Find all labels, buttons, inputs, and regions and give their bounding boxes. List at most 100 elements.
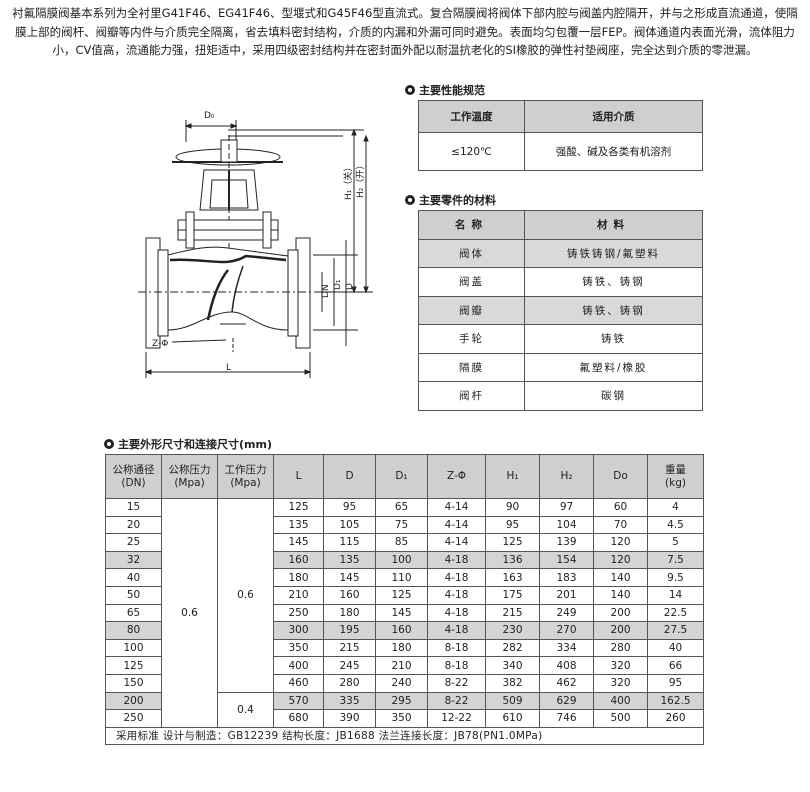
dim-value-cell: 60 xyxy=(593,498,648,517)
bullet-icon xyxy=(405,195,415,205)
parts-header-material: 材料 xyxy=(524,210,703,240)
dn-cell: 50 xyxy=(105,585,162,605)
dim-value-cell: 183 xyxy=(539,568,594,587)
dim-value-cell: 382 xyxy=(485,673,540,693)
dn-cell: 100 xyxy=(105,638,162,658)
dim-header-cell: 公称压力(Mpa) xyxy=(161,454,218,499)
dim-value-cell: 400 xyxy=(593,691,648,711)
parts-header-name: 名称 xyxy=(418,210,525,240)
dim-header-cell: H₁ xyxy=(485,454,540,499)
part-name: 阀杆 xyxy=(418,381,525,411)
dn-cell: 20 xyxy=(105,515,162,535)
dim-value-cell: 245 xyxy=(323,656,376,675)
dim-value-cell: 250 xyxy=(273,603,324,623)
perf-header-temp: 工作温度 xyxy=(418,100,525,133)
dim-value-cell: 295 xyxy=(375,691,428,711)
dim-value-cell: 40 xyxy=(647,638,704,658)
part-name: 阀体 xyxy=(418,238,525,268)
dim-value-cell: 270 xyxy=(539,621,594,640)
dim-value-cell: 610 xyxy=(485,709,540,728)
dim-value-cell: 500 xyxy=(593,709,648,728)
part-name: 阀瓣 xyxy=(418,295,525,325)
dim-value-cell: 22.5 xyxy=(647,603,704,623)
dim-header-cell: 公称通径(DN) xyxy=(105,454,162,499)
dim-value-cell: 125 xyxy=(375,585,428,605)
dim-value-cell: 400 xyxy=(273,656,324,675)
dim-value-cell: 162.5 xyxy=(647,691,704,711)
dim-value-cell: 340 xyxy=(485,656,540,675)
dim-value-cell: 70 xyxy=(593,515,648,535)
dim-header-cell: 工作压力(Mpa) xyxy=(217,454,274,499)
dim-value-cell: 350 xyxy=(273,638,324,658)
dim-value-cell: 215 xyxy=(485,603,540,623)
dim-value-cell: 334 xyxy=(539,638,594,658)
work-pressure-cell: 0.4 xyxy=(217,691,274,728)
dim-value-cell: 66 xyxy=(647,656,704,675)
dn-cell: 250 xyxy=(105,709,162,728)
part-material: 氟塑料/橡胶 xyxy=(524,352,703,382)
dim-value-cell: 145 xyxy=(273,533,324,552)
part-material: 碳钢 xyxy=(524,381,703,411)
dim-value-cell: 95 xyxy=(485,515,540,535)
dim-header-cell: D xyxy=(323,454,376,499)
bullet-icon xyxy=(104,439,114,449)
dim-value-cell: 195 xyxy=(323,621,376,640)
dn-cell: 150 xyxy=(105,673,162,693)
dim-value-cell: 136 xyxy=(485,550,540,570)
intro-paragraph: 衬氟隔膜阀基本系列为全衬里G41F46、EG41F46、型堰式和G45F46型直… xyxy=(12,6,798,57)
dim-value-cell: 97 xyxy=(539,498,594,517)
dim-value-cell: 462 xyxy=(539,673,594,693)
dim-value-cell: 570 xyxy=(273,691,324,711)
dim-value-cell: 65 xyxy=(375,498,428,517)
dim-value-cell: 175 xyxy=(485,585,540,605)
performance-section-title: 主要性能规范 xyxy=(405,82,485,98)
dim-value-cell: 75 xyxy=(375,515,428,535)
dim-value-cell: 282 xyxy=(485,638,540,658)
dim-value-cell: 8-22 xyxy=(427,691,486,711)
dim-value-cell: 210 xyxy=(273,585,324,605)
dim-value-cell: 201 xyxy=(539,585,594,605)
dim-value-cell: 140 xyxy=(593,585,648,605)
dim-value-cell: 280 xyxy=(593,638,648,658)
dim-value-cell: 629 xyxy=(539,691,594,711)
dn-cell: 200 xyxy=(105,691,162,711)
performance-table: 工作温度 适用介质 ≤120℃ 强酸、碱及各类有机溶剂 xyxy=(418,100,703,171)
dim-value-cell: 200 xyxy=(593,621,648,640)
dim-value-cell: 350 xyxy=(375,709,428,728)
dim-value-cell: 4-18 xyxy=(427,621,486,640)
dn-cell: 125 xyxy=(105,656,162,675)
part-name: 手轮 xyxy=(418,324,525,354)
dim-value-cell: 8-18 xyxy=(427,638,486,658)
parts-table: 名称 材料 阀体铸铁铸钢/氟塑料 阀盖铸铁、铸钢 阀瓣铸铁、铸钢 手轮铸铁 隔膜… xyxy=(418,210,703,411)
label-l: L xyxy=(226,363,231,373)
dim-value-cell: 8-22 xyxy=(427,673,486,693)
label-h1: H₁（关） xyxy=(342,163,354,200)
dim-value-cell: 160 xyxy=(273,550,324,570)
dim-value-cell: 509 xyxy=(485,691,540,711)
dim-value-cell: 8-18 xyxy=(427,656,486,675)
dim-value-cell: 95 xyxy=(647,673,704,693)
dim-value-cell: 200 xyxy=(593,603,648,623)
dim-value-cell: 240 xyxy=(375,673,428,693)
footer-row: 采用标准 设计与制造：GB12239 结构长度：JB1688 法兰连接长度：JB… xyxy=(105,726,704,745)
dim-value-cell: 4.5 xyxy=(647,515,704,535)
dimensions-section-title: 主要外形尺寸和连接尺寸(mm) xyxy=(104,436,272,452)
dim-value-cell: 139 xyxy=(539,533,594,552)
dim-header-cell: D₁ xyxy=(375,454,428,499)
dim-value-cell: 105 xyxy=(323,515,376,535)
dim-value-cell: 125 xyxy=(273,498,324,517)
valve-drawing: D₀ H₁（关） H₂（开） DN D₁ D Z-Φ L xyxy=(138,111,373,378)
dim-value-cell: 27.5 xyxy=(647,621,704,640)
dim-value-cell: 140 xyxy=(593,568,648,587)
dim-header-cell: Do xyxy=(593,454,648,499)
dim-value-cell: 90 xyxy=(485,498,540,517)
parts-section-title: 主要零件的材料 xyxy=(405,192,496,208)
dim-value-cell: 280 xyxy=(323,673,376,693)
